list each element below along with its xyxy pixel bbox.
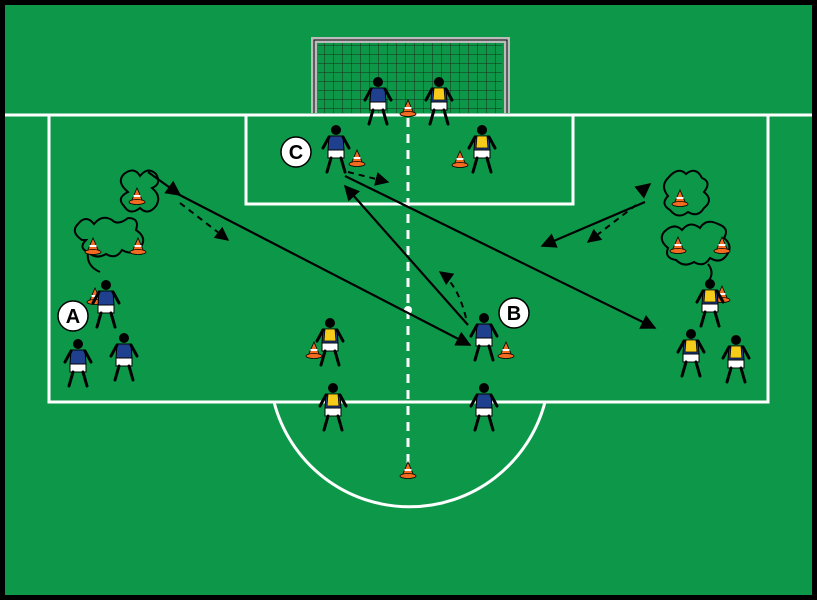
dribble-path-left-upper [119,169,160,213]
goal-icon [311,37,510,113]
dribble-paths [73,169,731,285]
label-a: A [66,306,80,328]
pass-arrow-a-to-b [169,189,472,346]
station-label-c: C [280,136,312,168]
pass-arrows [147,171,657,346]
run-arrows [179,171,637,319]
pass-arrow-right-to-centre [540,200,646,248]
pass-arrow-c-to-right [344,175,657,329]
dribble-path-right-lower [660,220,731,266]
penalty-arc [272,401,547,509]
run-arrow-c [347,171,390,186]
label-b: B [507,303,521,325]
station-label-b: B [498,297,530,329]
pass-arrow-b-to-c [343,184,469,326]
pass-arrow-dribble-exit-right [634,183,652,199]
dribble-path-right-upper [663,169,710,217]
goal-net [318,43,502,113]
station-label-a: A [57,300,89,332]
label-c: C [289,142,303,164]
pass-arrow-dribble-exit [147,171,182,196]
run-arrow-b [438,271,467,319]
dribble-path-left-lower [73,216,145,258]
